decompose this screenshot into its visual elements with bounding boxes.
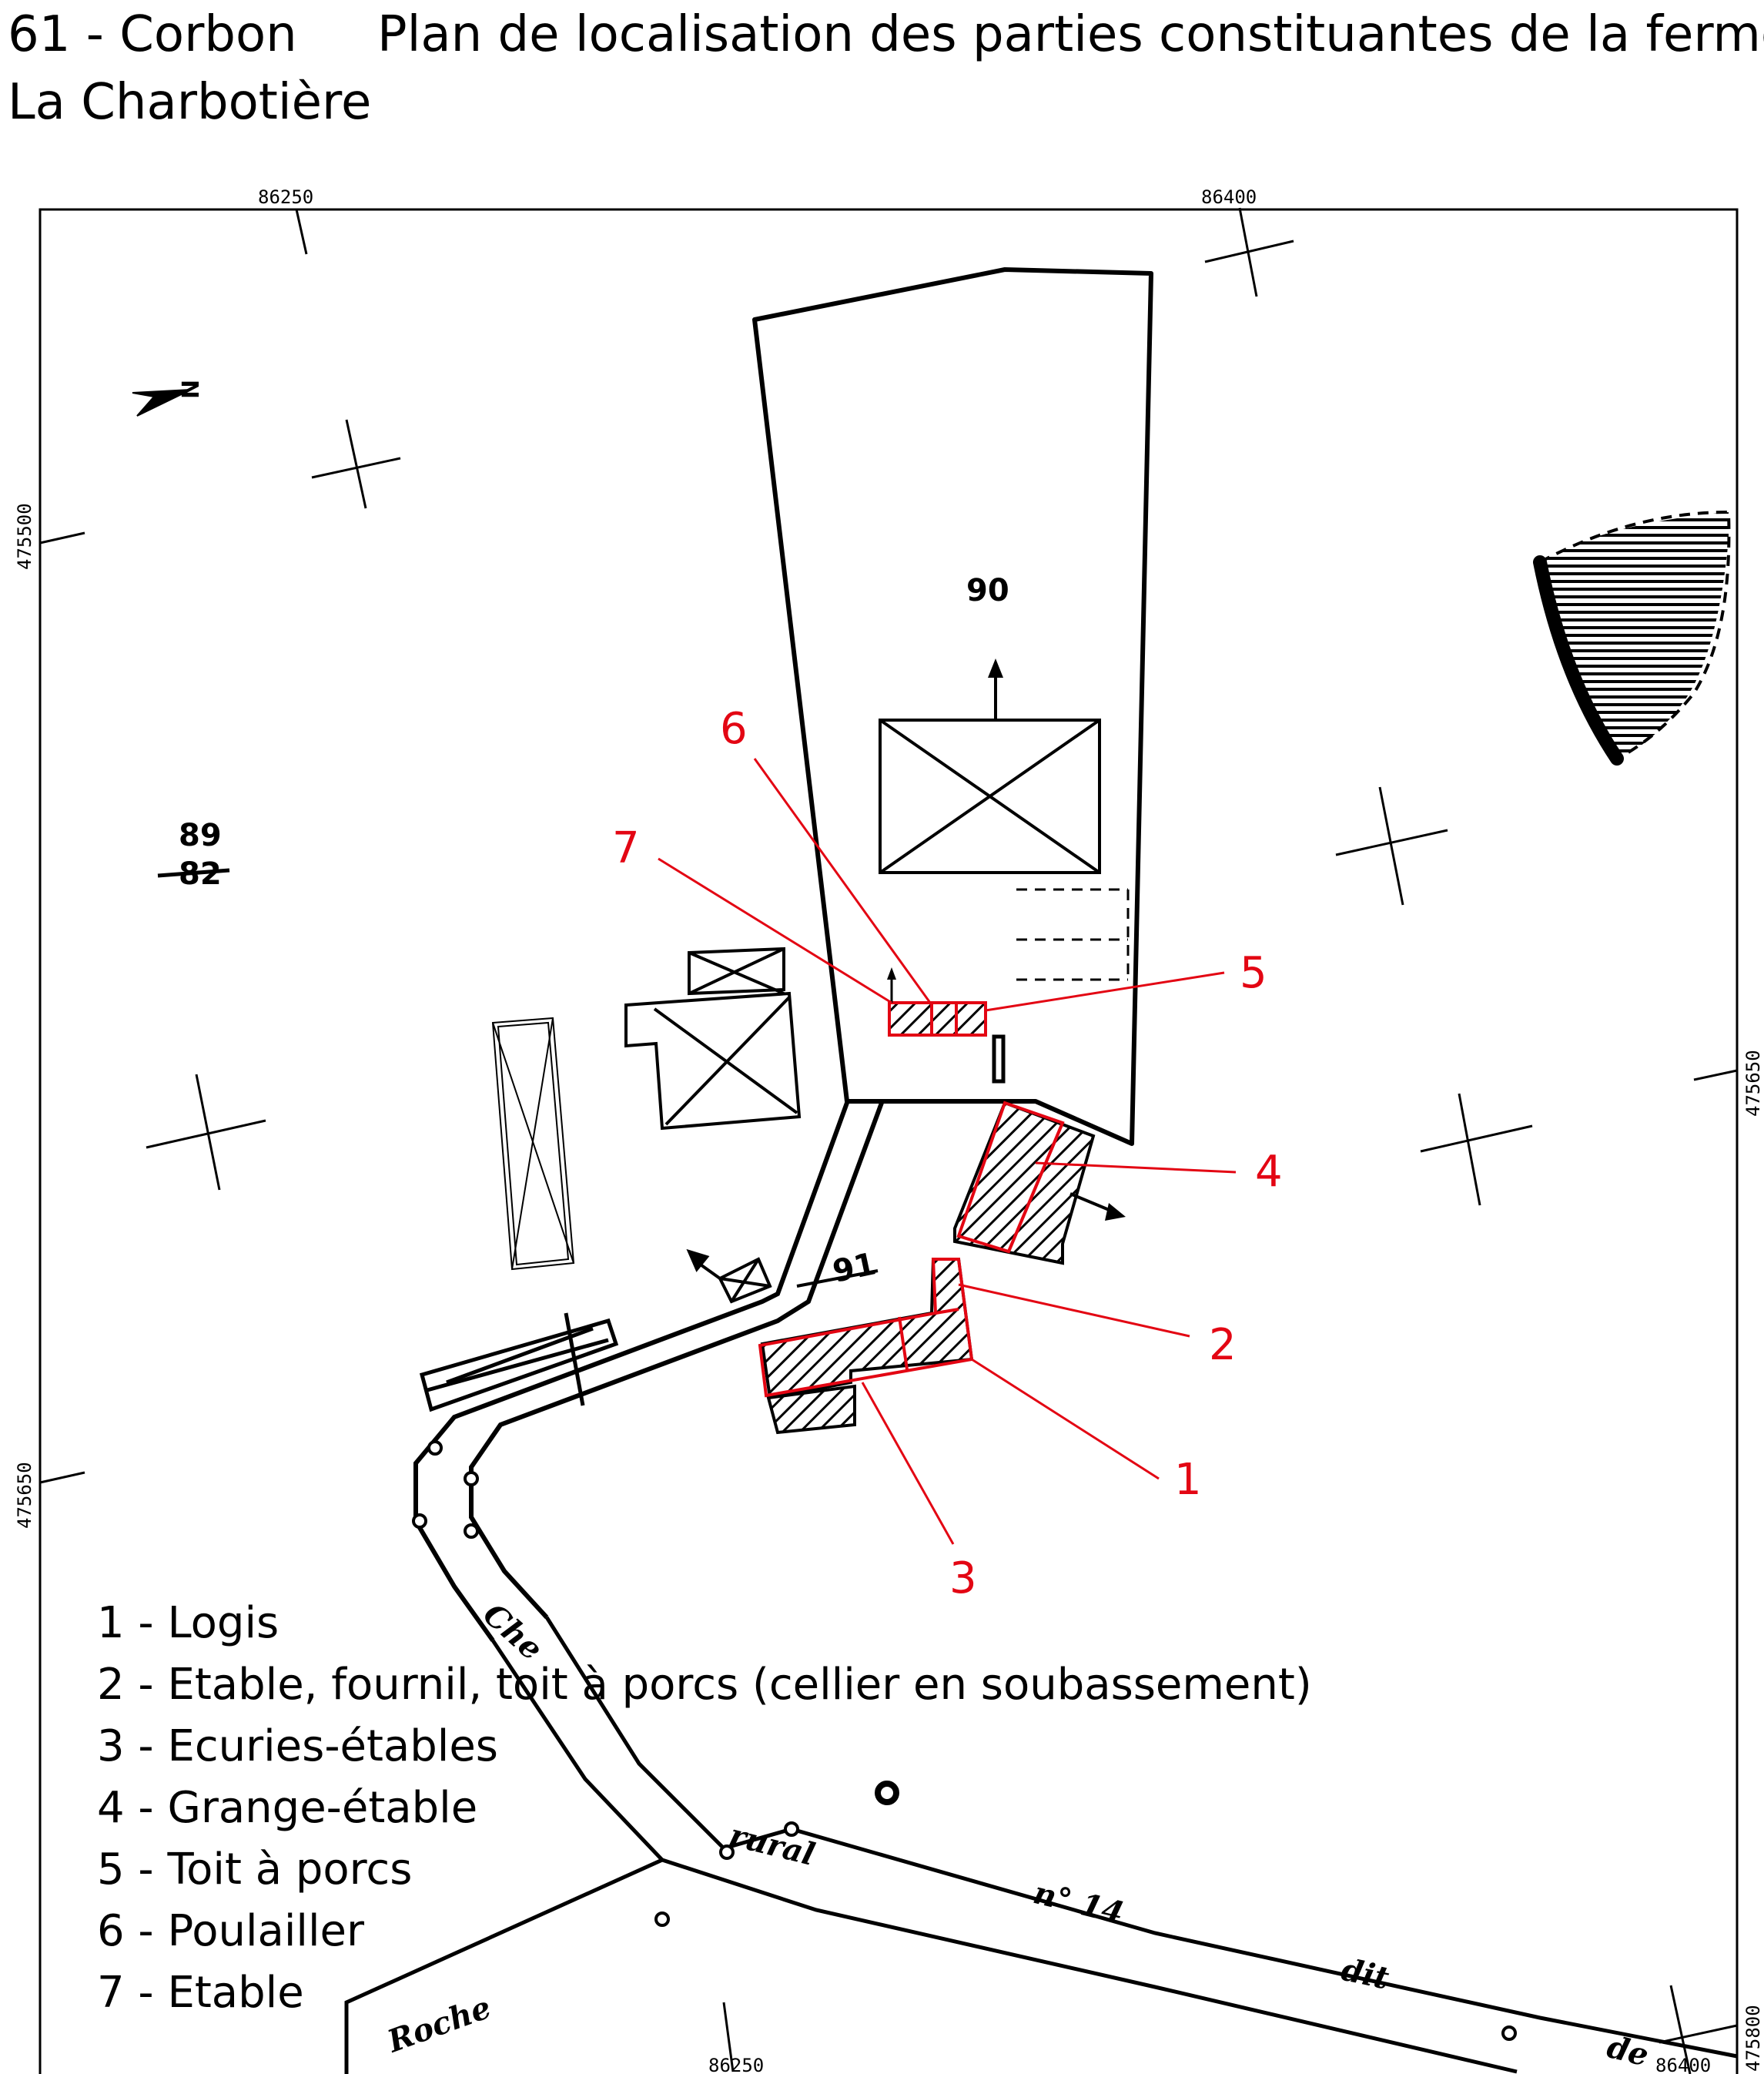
coord-top-left: 86250	[258, 186, 313, 208]
woodland-patch	[1533, 510, 1731, 766]
orientation-arrow-90	[988, 658, 1003, 720]
grid-crosses	[146, 207, 1738, 2074]
building-large	[879, 719, 1101, 874]
legend-item-2: 2 - Etable, fournil, toit à porcs (celli…	[97, 1660, 1312, 1710]
legend-item-3: 3 - Ecuries-étables	[97, 1721, 498, 1771]
callout-leaders	[658, 758, 1237, 1545]
north-arrow-icon: N	[132, 380, 205, 417]
coord-left-lower: 475650	[14, 1462, 35, 1529]
plan-heading: Plan de localisation des parties constit…	[377, 6, 1764, 63]
parcel-91-label: 91	[830, 1246, 879, 1290]
callout-3: 3	[949, 1553, 977, 1603]
road-nodes	[412, 1440, 1517, 2041]
parcel-91-mark	[796, 1269, 879, 1288]
frame-ticks	[39, 209, 1738, 2072]
legend-item-6: 6 - Poulailler	[97, 1906, 364, 1956]
building-row-7-6-5	[887, 967, 987, 1037]
dashed-shed	[1016, 888, 1130, 981]
small-post	[992, 1034, 1006, 1084]
legend: 1 - Logis 2 - Etable, fournil, toit à po…	[97, 1593, 1406, 2024]
callout-6: 6	[720, 704, 748, 754]
buildings-west	[624, 947, 802, 1131]
coord-left-upper: 475500	[14, 503, 35, 570]
legend-item-4: 4 - Grange-étable	[97, 1783, 478, 1833]
building-west-barn	[419, 1312, 619, 1412]
coord-right-upper: 475650	[1742, 1050, 1764, 1117]
callout-2: 2	[1209, 1320, 1237, 1370]
legend-item-1: 1 - Logis	[97, 1598, 279, 1648]
building-long-narrow	[491, 1017, 575, 1271]
parcel-90-boundary	[752, 267, 1153, 1146]
callout-4: 4	[1255, 1147, 1283, 1197]
map-frame	[38, 208, 1739, 2074]
map-title: 61 - Corbon Plan de localisation des par…	[8, 0, 1764, 69]
building-91-square	[686, 1248, 772, 1304]
parcel-90-label: 90	[966, 573, 1009, 608]
place-name: La Charbotière	[8, 74, 372, 131]
coord-top-right: 86400	[1201, 186, 1257, 208]
coord-bottom-right: 86400	[1655, 2055, 1711, 2074]
legend-item-5: 5 - Toit à porcs	[97, 1844, 413, 1895]
callout-5: 5	[1240, 948, 1267, 998]
parcel-89-label: 89	[179, 818, 222, 853]
callout-1: 1	[1174, 1455, 1202, 1505]
coord-bottom-left: 86250	[708, 2055, 764, 2074]
parcel-89-bar	[157, 868, 230, 878]
coord-right-lower: 475800	[1742, 2005, 1764, 2072]
building-grange-etable	[953, 1101, 1126, 1265]
well-icon	[875, 1781, 899, 1805]
legend-item-7: 7 - Etable	[97, 1968, 304, 2018]
callout-7: 7	[612, 823, 640, 873]
building-logis-ensemble	[758, 1258, 974, 1435]
commune-name: 61 - Corbon	[8, 6, 297, 63]
svg-text:N: N	[178, 380, 205, 399]
street-label-de: de	[1604, 2029, 1652, 2074]
